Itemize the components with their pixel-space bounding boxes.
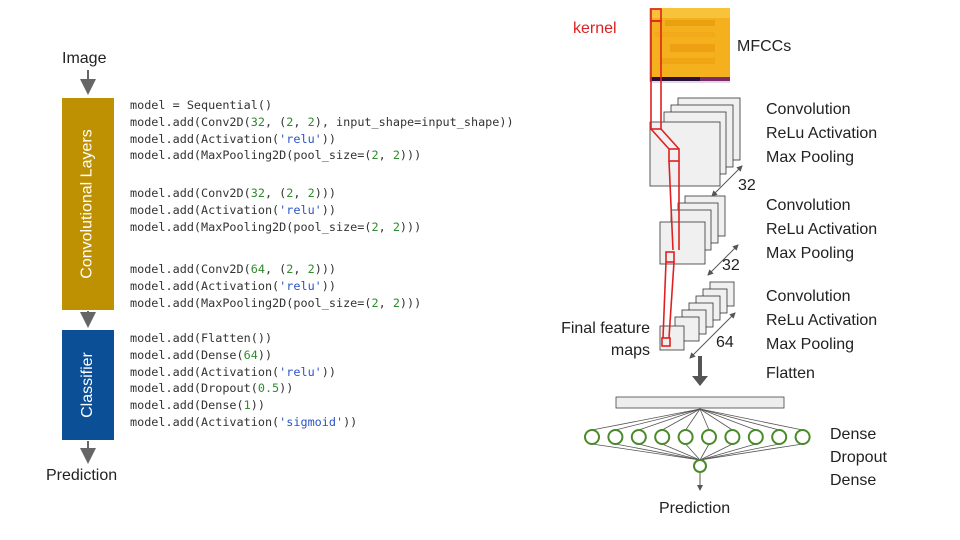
code-line: model.add(Flatten()) [130,331,273,345]
mfcc-label: MFCCs [737,38,792,55]
stage-3-labels: Convolution ReLu Activation Max Pooling [766,285,877,357]
code-line: model.add(Dense(1)) [130,398,265,413]
flatten-label: Flatten [766,365,815,382]
flatten-arrow-head [692,376,708,386]
flatten-to-dense-edge [699,408,756,431]
dense-1-label: Dense [830,426,877,443]
dense-labels: Dense Dropout Dense [830,423,887,492]
dense-neuron [794,429,811,445]
stage-1-activation: ReLu Activation [766,125,878,142]
depth-arrow-stage-2 [707,244,739,276]
dense-neuron [724,429,741,445]
code-line: model.add(Activation('relu')) [130,131,336,146]
final-feature-maps-label: Final feature maps [546,318,650,362]
code-line: model.add(Activation('relu')) [130,278,336,293]
stage-3-pooling: Max Pooling [766,336,855,353]
dense-to-output-edge [699,443,733,461]
dropout-label: Dropout [830,449,887,466]
code-line: model.add(Activation('relu')) [130,202,336,217]
flatten-to-dense-edge [699,408,733,431]
output-neuron [693,459,707,473]
dense-neuron [607,429,624,445]
kernel-label: kernel [573,20,617,37]
final-feature-maps-line1: Final feature [561,320,650,337]
flatten-to-dense-edge [699,408,780,431]
code-group-conv3: model.add(Conv2D(64, (2, 2))) model.add(A… [130,261,421,311]
code-line: model.add(MaxPooling2D(pool_size=(2, 2))… [130,219,422,234]
flatten-to-dense-edge [699,408,710,431]
stage-2-depth: 32 [722,257,740,274]
dense-to-output-edge [685,443,701,461]
depth-arrow-stage-3 [689,312,736,359]
dense-to-output-edge [699,443,803,461]
flatten-to-dense-edge [699,408,803,431]
dense-neuron [584,429,600,445]
stage-2-convolution: Convolution [766,197,851,214]
code-line: model.add(Conv2D(32, (2, 2), input_shape… [130,114,514,129]
stage-3-convolution: Convolution [766,288,851,305]
code-line: model = Sequential() [130,98,273,112]
code-line: model.add(Activation('relu')) [130,364,336,379]
left-prediction-label: Prediction [46,467,118,484]
code-group-conv2: model.add(Conv2D(32, (2, 2))) model.add(A… [130,185,421,235]
flatten-to-dense-edge [615,408,701,431]
dense-neuron [677,429,694,445]
code-group-classifier: model.add(Flatten()) model.add(Dense(64))… [130,330,357,431]
feature-maps-stage-2 [659,195,726,265]
dense-neuron [701,429,717,445]
depth-arrow-stage-1 [711,165,743,197]
dense-to-output-edge [591,443,701,461]
code-line: model.add(MaxPooling2D(pool_size=(2, 2))… [130,148,422,163]
code-line: model.add(Conv2D(64, (2, 2))) [130,262,337,276]
kernel-projection [650,8,680,347]
mfcc-heatmap [649,8,730,83]
dense-to-output-edge [699,443,780,461]
convolutional-layers-block: Convolutional Layers [62,98,114,310]
dense-to-output-edge [662,443,701,461]
dense-neuron [747,429,764,445]
dense-to-output-edge [615,443,701,461]
dense-layer [584,408,811,461]
stage-2-activation: ReLu Activation [766,221,878,238]
stage-3-activation: ReLu Activation [766,312,878,329]
dense-to-output-edge [699,443,756,461]
stage-3-depth: 64 [716,334,734,351]
flatten-to-dense-edge [591,408,701,431]
stage-2-pooling: Max Pooling [766,245,855,262]
dense-to-output-edge [699,443,710,461]
dense-2-label: Dense [830,472,877,489]
code-line: model.add(Dropout(0.5)) [130,381,294,396]
final-feature-maps-line2: maps [610,342,650,359]
stage-1-depth: 32 [738,177,756,194]
flatten-to-dense-edge [638,408,701,431]
stage-1-convolution: Convolution [766,101,851,118]
code-line: model.add(Activation('sigmoid')) [130,414,358,429]
feature-maps-stage-1 [649,97,741,187]
flatten-to-dense-edge [662,408,701,431]
code-line: model.add(Dense(64)) [130,347,273,362]
dense-neuron [630,429,647,445]
dense-neuron [654,429,671,445]
stage-1-pooling: Max Pooling [766,149,855,166]
classifier-block: Classifier [62,330,114,440]
stage-1-labels: Convolution ReLu Activation Max Pooling [766,98,877,170]
code-group-conv1: model = Sequential() model.add(Conv2D(32,… [130,97,514,164]
flatten-vector [615,396,785,409]
dense-to-output-edge [638,443,701,461]
flatten-to-dense-edge [685,408,701,431]
stage-2-labels: Convolution ReLu Activation Max Pooling [766,194,877,266]
feature-maps-stage-3 [659,281,735,351]
code-line: model.add(Conv2D(32, (2, 2))) [130,186,337,200]
dense-neuron [771,429,788,445]
code-line: model.add(MaxPooling2D(pool_size=(2, 2))… [130,295,422,310]
input-image-label: Image [62,50,107,67]
right-prediction-label: Prediction [659,500,731,517]
